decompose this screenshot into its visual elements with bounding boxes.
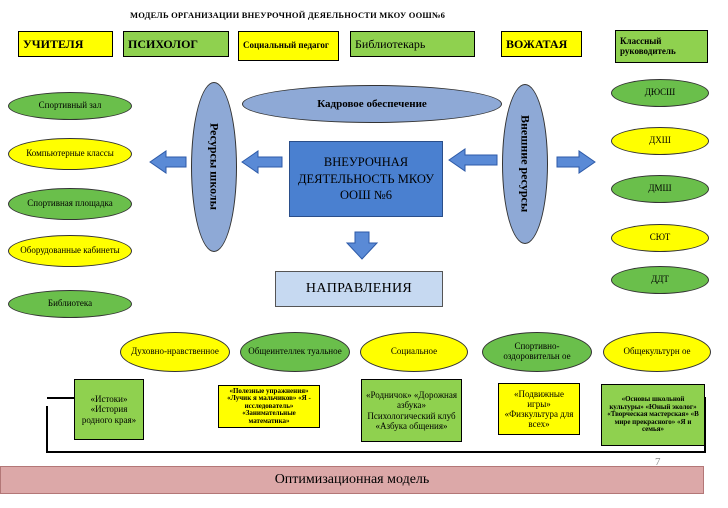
arrow-center-to-school [241, 150, 283, 174]
program-box-cultural: «Основы школьной культуры» «Юный эколог»… [601, 384, 705, 446]
page-number: 7 [655, 456, 661, 468]
program-box-intellectual: «Полезные упражнения» «Лучик я мальчиков… [218, 385, 320, 428]
school-resources-ellipse: Ресурсы школы [191, 82, 237, 252]
left-item-sports-ground: Спортивная площадка [8, 188, 132, 220]
staff-counselor: ВОЖАТАЯ [501, 31, 582, 57]
arrow-down-to-directions [345, 231, 379, 260]
footer-optimization-model: Оптимизационная модель [0, 466, 704, 494]
program-box-sports: «Подвижные игры» «Физкультура для всех» [498, 383, 580, 435]
program-box-social: «Родничок» «Дорожная азбука» Психологиче… [361, 379, 462, 442]
external-resources-ellipse: Внешние ресурсы [502, 84, 548, 244]
left-item-library: Библиотека [8, 290, 132, 318]
school-resources-label: Ресурсы школы [207, 123, 222, 211]
right-item-ddt: ДДТ [611, 266, 709, 294]
direction-social: Социальное [360, 332, 468, 372]
staff-teachers: УЧИТЕЛЯ [18, 31, 113, 57]
right-item-dyussh: ДЮСШ [611, 79, 709, 107]
right-item-syut: СЮТ [611, 224, 709, 252]
right-item-dmsh: ДМШ [611, 175, 709, 203]
right-item-dhsh: ДХШ [611, 127, 709, 155]
staff-psychologist: ПСИХОЛОГ [123, 31, 229, 57]
staff-class-teacher: Классный руководитель [615, 30, 708, 63]
direction-general-intellectual: Общеинтеллек туальное [240, 332, 350, 372]
direction-general-cultural: Общекультурн ое [603, 332, 711, 372]
staffing-ellipse: Кадровое обеспечение [242, 85, 502, 123]
staff-librarian: Библиотекарь [350, 31, 475, 57]
directions-box: НАПРАВЛЕНИЯ [275, 271, 443, 307]
arrow-left-to-school-items [149, 150, 187, 174]
left-item-equipped-rooms: Оборудованные кабинеты [8, 235, 132, 267]
left-item-computer-classes: Компьютерные классы [8, 138, 132, 170]
extracurricular-center-box: ВНЕУРОЧНАЯ ДЕЯТЕЛЬНОСТЬ МКОУ ООШ №6 [289, 141, 443, 217]
arrow-external-to-center [448, 148, 498, 172]
external-resources-label: Внешние ресурсы [518, 115, 533, 213]
direction-spiritual-moral: Духовно-нравственное [120, 332, 230, 372]
program-box-spiritual: «Истоки» «История родного края» [74, 379, 144, 440]
staff-social-pedagogue: Социальный педагог [238, 31, 339, 61]
diagram-title: МОДЕЛЬ ОРГАНИЗАЦИИ ВНЕУРОЧНОЙ ДЕЯЕЛЬНОСТ… [130, 10, 446, 20]
arrow-right-to-external-items [556, 150, 596, 174]
left-item-sports-hall: Спортивный зал [8, 92, 132, 120]
direction-sports-health: Спортивно-оздоровительн ое [482, 332, 592, 372]
